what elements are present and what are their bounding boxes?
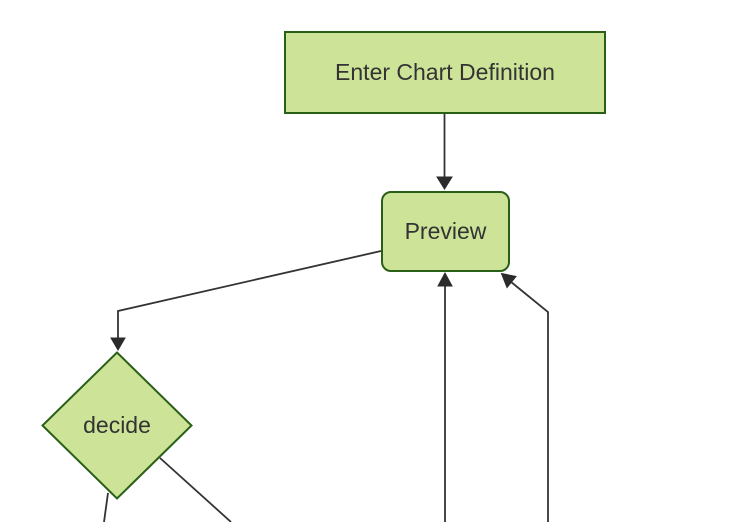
- diamond-shape: [41, 351, 193, 500]
- arrowhead-return-mid-to-preview: [437, 271, 453, 287]
- node-enter-chart-definition-label: Enter Chart Definition: [335, 59, 555, 85]
- arrowhead-enter-to-preview: [436, 176, 453, 190]
- edge-decide-to-offscreen-right: [159, 457, 232, 522]
- edge-preview-to-decide: [117, 250, 382, 339]
- arrowhead-preview-to-decide: [110, 337, 126, 351]
- edge-decide-to-offscreen-left: [103, 492, 109, 522]
- node-decide: decide: [41, 351, 193, 500]
- edge-return-right-to-preview: [509, 280, 549, 522]
- node-preview: Preview: [381, 191, 510, 272]
- diamond-shape-svg: [41, 351, 193, 500]
- node-enter-chart-definition: Enter Chart Definition: [284, 31, 606, 114]
- node-decide-label: decide: [83, 412, 151, 438]
- node-preview-label: Preview: [404, 218, 487, 244]
- arrowhead-return-right-to-preview: [500, 272, 517, 289]
